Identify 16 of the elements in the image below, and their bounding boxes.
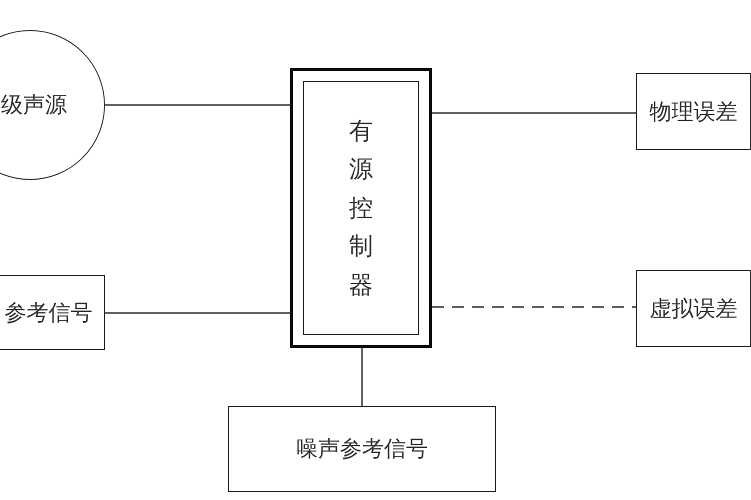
connector-line — [105, 104, 290, 106]
connector-line — [432, 306, 636, 308]
signal-box — [228, 406, 496, 492]
node-label: 噪声参考信号 — [296, 436, 428, 464]
signal-box — [636, 270, 751, 347]
node-label: 物理误差 — [650, 98, 738, 126]
node-label: 有源控制器 — [349, 116, 373, 301]
connector-line — [105, 312, 290, 314]
node-label: 参考信号 — [4, 300, 92, 328]
node-label: 虚拟误差 — [650, 296, 738, 324]
connector-line — [432, 112, 636, 114]
signal-box — [0, 275, 105, 350]
node-label: 级声源 — [1, 92, 67, 120]
controller-box — [290, 68, 432, 348]
signal-box — [636, 73, 751, 150]
connector-line — [361, 348, 363, 406]
